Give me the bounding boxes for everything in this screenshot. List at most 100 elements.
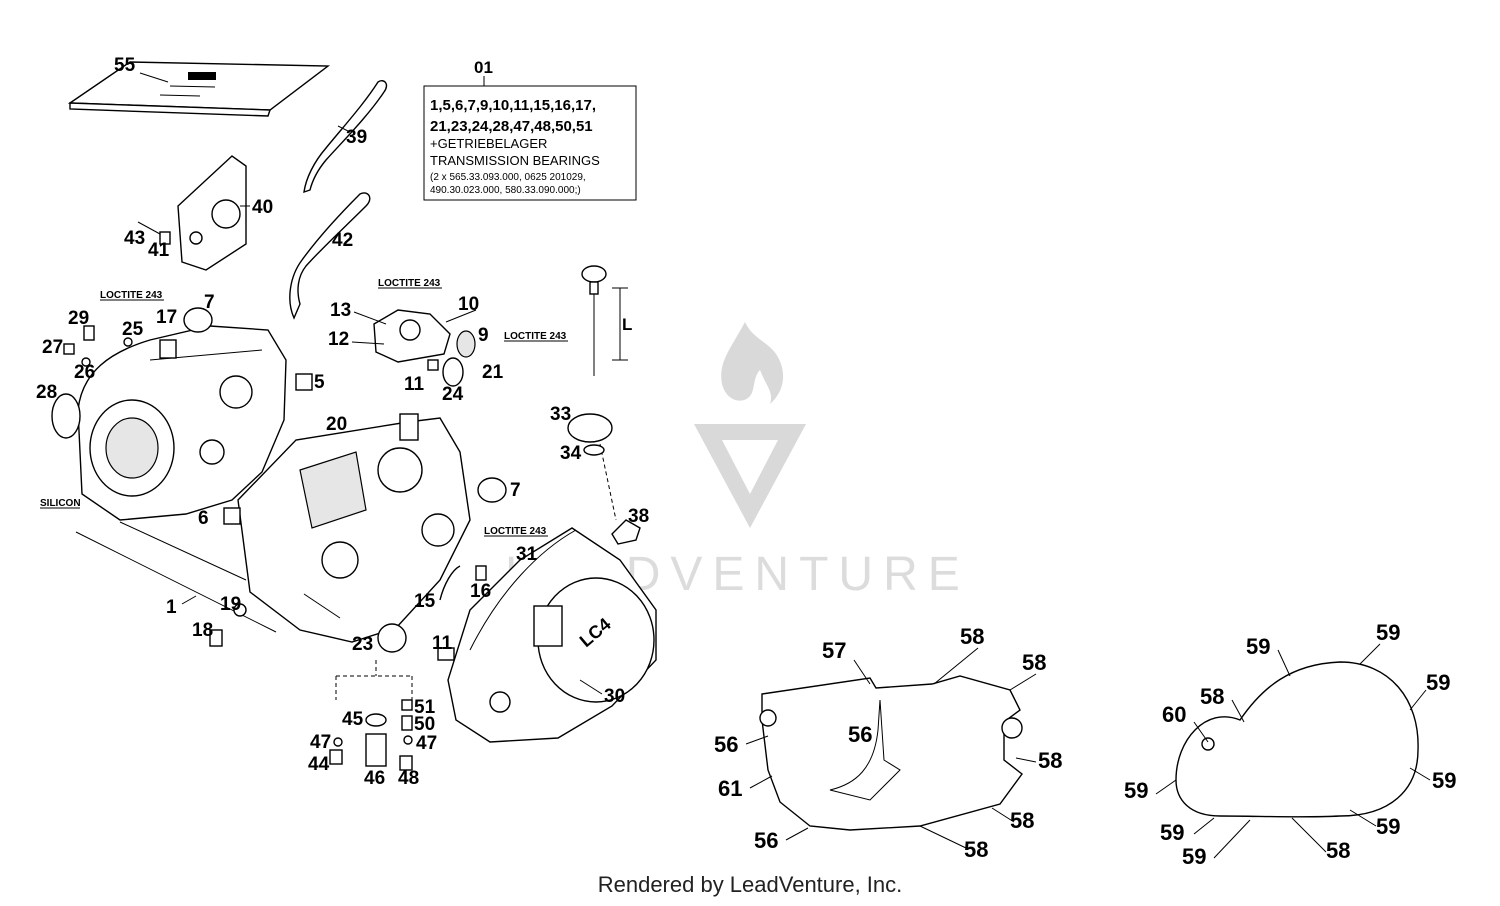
kit-box-line5: (2 x 565.33.093.000, 0625 201029, [430, 172, 586, 183]
kit-box-line1: 1,5,6,7,9,10,11,15,16,17, [430, 97, 596, 114]
callout-59a: 59 [1246, 634, 1270, 659]
callout-5: 5 [314, 372, 325, 393]
chain-rail-42 [289, 192, 371, 320]
seal-24 [442, 357, 464, 387]
bearing-bracket-10 [373, 309, 451, 363]
callout-45: 45 [342, 709, 364, 730]
gasket-right [1175, 661, 1419, 818]
dowel-11b [437, 647, 455, 661]
callout-39: 39 [346, 127, 367, 148]
callout-27: 27 [42, 337, 63, 358]
callout-15: 15 [414, 591, 436, 612]
callout-26: 26 [74, 362, 95, 383]
chain-guide-39 [303, 80, 388, 194]
callout-33: 33 [550, 404, 571, 425]
callout-59e: 59 [1432, 768, 1456, 793]
washer-19 [233, 603, 247, 617]
callout-58e: 58 [964, 837, 988, 862]
callout-38: 38 [628, 506, 649, 527]
callout-44: 44 [308, 754, 330, 775]
sprocket-cover-40 [177, 155, 247, 271]
clutch-cover-30: LC4 [447, 527, 657, 743]
callout-13: 13 [330, 300, 351, 321]
callout-17: 17 [156, 307, 177, 328]
parts-diagram: LEADVENTURE [36, 55, 1456, 869]
callout-57: 57 [822, 638, 846, 663]
kit-box [423, 76, 637, 201]
callout-58b: 58 [1022, 650, 1046, 675]
crankcase-right [237, 413, 471, 643]
callout-61: 61 [718, 776, 742, 801]
drain-plug-assembly [329, 660, 413, 771]
callout-41: 41 [148, 240, 170, 261]
callout-50: 50 [414, 714, 435, 735]
gasket-left-callouts: 57 58 58 56 56 58 61 58 56 58 [714, 624, 1062, 862]
plug-27 [63, 343, 75, 355]
dipstick [581, 265, 628, 376]
bushing-7b [477, 477, 507, 503]
callout-56c: 56 [754, 828, 778, 853]
callout-34: 34 [560, 443, 582, 464]
callout-40: 40 [252, 197, 273, 218]
callout-18: 18 [192, 620, 213, 641]
callout-16: 16 [470, 581, 491, 602]
callout-11b: 11 [432, 633, 453, 654]
sleeve-6 [223, 507, 241, 525]
note-loctite-a: LOCTITE 243 [100, 290, 163, 301]
callout-30: 30 [604, 686, 625, 707]
callout-48: 48 [398, 768, 419, 789]
bolt-16 [475, 565, 487, 581]
kit-box-line2: 21,23,24,28,47,48,50,51 [430, 118, 593, 135]
washer-25 [123, 337, 133, 347]
callout-47b: 47 [416, 733, 437, 754]
callout-59d: 59 [1124, 778, 1148, 803]
callout-51: 51 [414, 697, 436, 718]
bushing-7a [183, 307, 213, 333]
kit-box-line3: +GETRIEBELAGER [430, 136, 547, 151]
o-ring-34 [583, 444, 605, 456]
callout-9: 9 [478, 325, 489, 346]
callout-23: 23 [352, 634, 373, 655]
washer-26 [81, 357, 91, 367]
kit-box-ref: 01 [474, 58, 493, 77]
callout-59b: 59 [1376, 620, 1400, 645]
leader-lines [139, 72, 1431, 859]
bearing-9 [456, 330, 476, 358]
callouts: 55 39 40 43 41 42 29 7 25 17 27 26 28 5 … [36, 55, 649, 789]
oil-pipe-15 [439, 565, 461, 601]
callout-46: 46 [364, 768, 385, 789]
watermark-logo [694, 322, 806, 528]
callout-25: 25 [122, 319, 144, 340]
callout-42: 42 [332, 230, 353, 251]
callout-58a: 58 [1200, 684, 1224, 709]
filler-plug-33 [567, 413, 617, 521]
callout-59f: 59 [1160, 820, 1184, 845]
callout-21: 21 [482, 362, 504, 383]
kit-box-line4: TRANSMISSION BEARINGS [430, 153, 600, 168]
callout-7a: 7 [204, 292, 215, 313]
note-loctite-b: LOCTITE 243 [378, 278, 441, 289]
note-loctite-c: LOCTITE 243 [504, 331, 567, 342]
screw-29 [83, 325, 95, 341]
callout-56b: 56 [848, 722, 872, 747]
dowel-11a [427, 359, 439, 371]
callout-20: 20 [326, 414, 347, 435]
gasket-28 [51, 393, 81, 439]
callout-55: 55 [114, 55, 136, 76]
bolt-43 [137, 221, 161, 235]
callout-31: 31 [516, 544, 538, 565]
callout-24: 24 [442, 384, 464, 405]
callout-43: 43 [124, 228, 145, 249]
callout-59c: 59 [1426, 670, 1450, 695]
callout-47a: 47 [310, 732, 331, 753]
callout-58a: 58 [960, 624, 984, 649]
sleeve-5 [295, 373, 313, 391]
callout-58b: 58 [1326, 838, 1350, 863]
footer-credit: Rendered by LeadVenture, Inc. [597, 872, 903, 897]
clip-38 [611, 519, 641, 545]
callout-59h: 59 [1182, 844, 1206, 869]
callout-10: 10 [458, 294, 479, 315]
callout-60: 60 [1162, 702, 1186, 727]
kit-box-line6: 490.30.023.000, 580.33.090.000;) [430, 185, 581, 196]
callout-59g: 59 [1376, 814, 1400, 839]
